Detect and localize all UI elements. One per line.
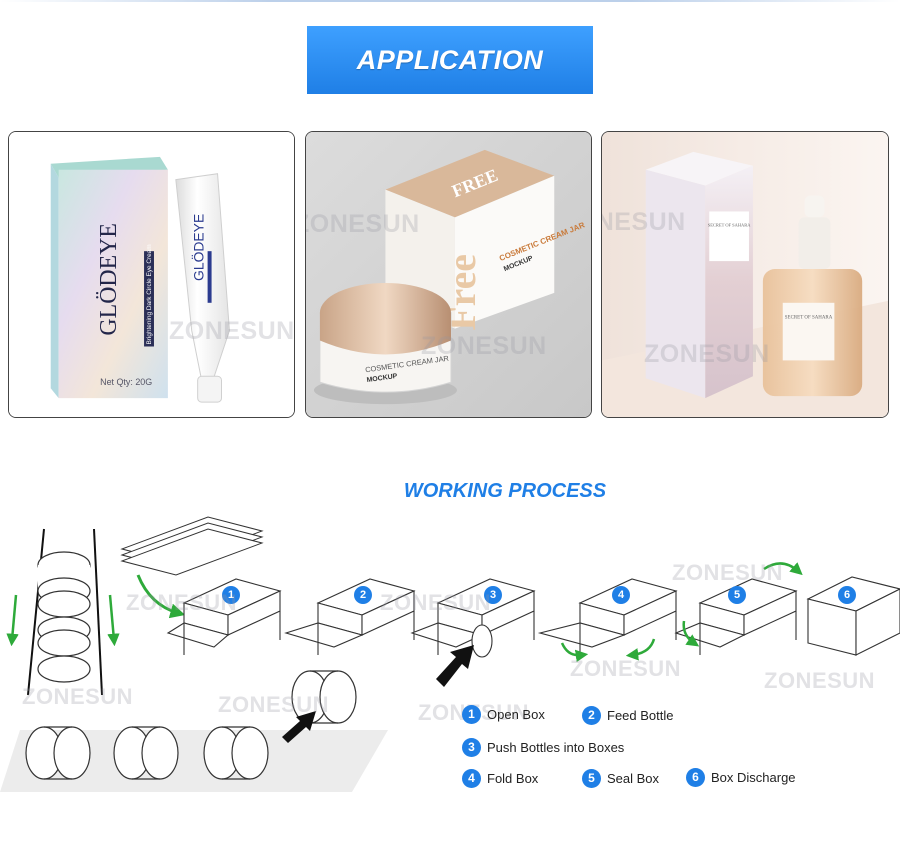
legend-label: Box Discharge — [711, 769, 796, 785]
photo-bottle-label: SECRET OF SAHARA — [785, 316, 833, 321]
fold-arrow-left — [560, 642, 589, 663]
step-badge-6: 6 — [838, 586, 856, 604]
legend-push-bottles: 3 Push Bottles into Boxes — [462, 737, 624, 757]
push-arrow-conveyor — [282, 711, 316, 743]
step-badge-5: 5 — [728, 586, 746, 604]
legend-label: Push Bottles into Boxes — [487, 739, 625, 755]
legend-box-discharge: 6 Box Discharge — [686, 767, 796, 787]
box-station-6 — [806, 576, 900, 656]
feed-blank-arrow — [136, 574, 186, 619]
top-divider-line — [0, 0, 900, 2]
conveyor-plane — [0, 730, 388, 792]
photo-tube-brand: GLÖDEYE — [190, 214, 207, 281]
legend-number-icon: 6 — [686, 767, 705, 787]
photo-box-netqty: Net Qty: 20G — [100, 377, 152, 387]
step-badge-3: 3 — [484, 586, 502, 604]
flat-box-blanks — [120, 516, 264, 576]
photo-box-brand: GLÖDEYE — [96, 223, 122, 335]
step-badge-2: 2 — [354, 586, 372, 604]
push-arrow-box3 — [436, 645, 474, 687]
bottle-feed-column — [27, 528, 103, 696]
legend-number-icon: 3 — [462, 737, 481, 757]
legend-label: Feed Bottle — [607, 707, 674, 723]
legend-feed-bottle: 2 Feed Bottle — [582, 705, 674, 725]
legend-label: Fold Box — [487, 770, 539, 786]
box-station-5 — [674, 578, 798, 655]
legend-number-icon: 5 — [582, 768, 601, 788]
box-station-2 — [284, 578, 416, 655]
photo-box-side-text: Brightening Dark Circle Eye Cream — [146, 244, 153, 344]
process-diagram — [0, 505, 900, 800]
legend-open-box: 1 Open Box — [462, 704, 545, 724]
legend-fold-box: 4 Fold Box — [462, 768, 538, 788]
legend-label: Seal Box — [607, 770, 660, 786]
working-process-title: WORKING PROCESS — [403, 480, 607, 502]
application-banner: APPLICATION — [307, 26, 593, 94]
legend-seal-box: 5 Seal Box — [582, 768, 659, 788]
legend-number-icon: 4 — [462, 768, 481, 788]
down-arrow-right — [107, 594, 120, 647]
working-process-title-wrap: WORKING PROCESS — [0, 480, 900, 503]
photo-box-label: SECRET OF SAHARA — [708, 222, 752, 227]
application-photo-cream-jar: FREE Free COSMETIC CREAM JAR MOCKUP COSM… — [305, 131, 592, 418]
down-arrow-left — [6, 594, 19, 647]
legend-label: Open Box — [487, 706, 545, 722]
box-station-4 — [537, 578, 678, 655]
legend-number-icon: 2 — [582, 705, 601, 725]
seal-arrow-top — [763, 562, 803, 576]
seal-arrow-bottom — [682, 620, 700, 647]
application-title: APPLICATION — [356, 44, 544, 75]
conveyor-bottles — [25, 670, 357, 780]
fold-arrow-right — [625, 638, 656, 661]
application-photo-serum: SECRET OF SAHARA SECRET OF SAHARA ZONESU… — [601, 131, 889, 418]
stacked-bottles — [37, 551, 91, 683]
application-photo-eye-cream: Net Qty: 20G GLÖDEYE Brightening Dark Ci… — [8, 131, 295, 418]
step-badge-4: 4 — [612, 586, 630, 604]
step-badge-1: 1 — [222, 586, 240, 604]
legend-number-icon: 1 — [462, 704, 481, 724]
photo-jar-sub: MOCKUP — [366, 373, 398, 384]
